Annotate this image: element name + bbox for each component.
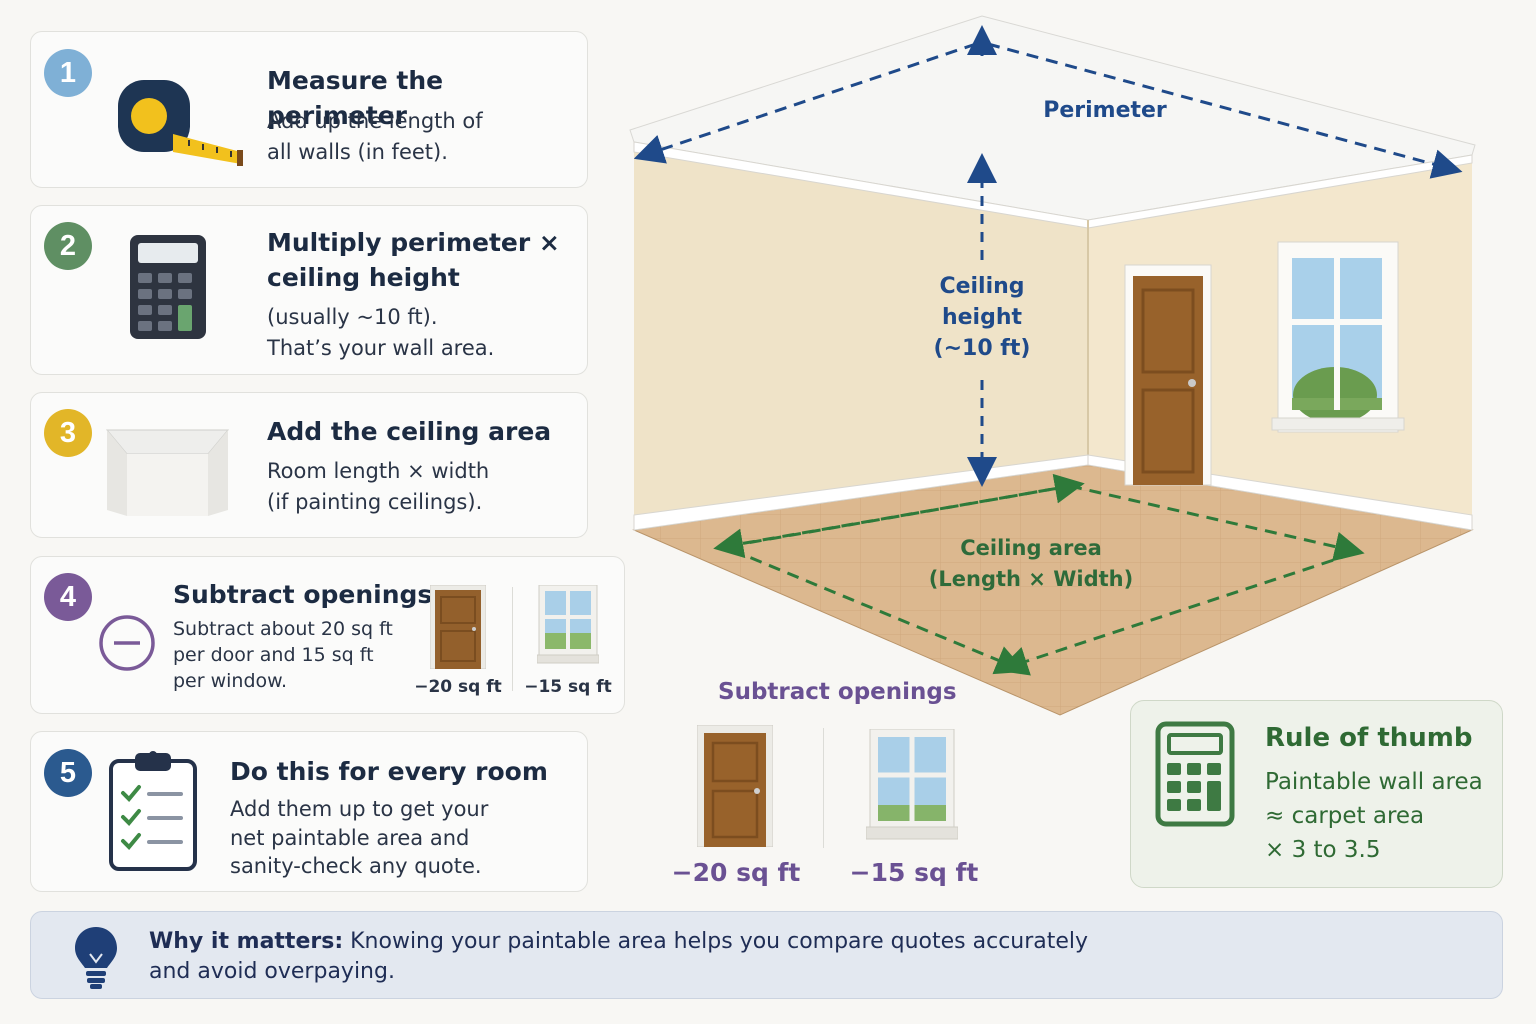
rule-title: Rule of thumb	[1265, 723, 1473, 753]
perimeter-label: Perimeter	[1043, 98, 1167, 123]
step-title: Measure the perimeter	[267, 66, 444, 130]
step-5-card: 5 Do this for every room Add them up to …	[30, 731, 588, 892]
window-icon	[537, 585, 599, 664]
ceiling-area-label-line: Ceiling area	[960, 536, 1102, 560]
room-diagram: Perimeter Ceiling height (~10 ft) Ceilin…	[620, 10, 1490, 720]
step-text-line: Add up the length of	[267, 109, 483, 133]
step-text-line: Subtract about 20 sq ft	[173, 618, 393, 640]
why-label: Why it matters:	[149, 929, 344, 954]
calculator-icon	[130, 235, 206, 339]
room-illustration	[629, 15, 1476, 716]
divider	[512, 587, 513, 691]
minus-circle-icon	[99, 615, 155, 671]
rule-of-thumb-card: Rule of thumb Paintable wall area ≈ carp…	[1130, 700, 1503, 888]
window-value: −15 sq ft	[524, 677, 612, 697]
step-text-line: all walls (in feet).	[267, 140, 448, 164]
ceiling-height-label-line: height	[920, 305, 1044, 330]
step-text-line: (usually ~10 ft).	[267, 305, 438, 329]
step-title: Subtract openings	[173, 580, 433, 609]
step-number: 1	[44, 49, 92, 97]
step-title: Add the ceiling area	[267, 417, 552, 446]
step-text-line: That’s your wall area.	[267, 336, 495, 360]
divider	[823, 728, 824, 848]
step-title-line: Multiply perimeter ×	[267, 228, 560, 257]
step-1-card: 1 Measure the perimeter Add up the lengt…	[30, 31, 588, 188]
door-icon	[697, 725, 773, 847]
step-text-line: per door and 15 sq ft	[173, 644, 374, 666]
calculator-icon	[1155, 721, 1235, 827]
why-line-2: and avoid overpaying.	[149, 959, 395, 984]
why-line-1: Knowing your paintable area helps you co…	[343, 929, 1089, 954]
step-number: 3	[44, 409, 92, 457]
step-text-line: sanity-check any quote.	[230, 854, 482, 878]
ceiling-area-label-line: (Length × Width)	[928, 567, 1134, 591]
door-value: −20 sq ft	[414, 677, 502, 697]
step-number: 2	[44, 222, 92, 270]
ceiling-icon	[105, 429, 230, 516]
lightbulb-icon	[75, 927, 117, 989]
step-text-line: (if painting ceilings).	[267, 490, 483, 514]
step-text-line: net paintable area and	[230, 826, 470, 850]
window-icon	[866, 729, 958, 840]
ceiling-height-label-line: Ceiling	[920, 274, 1044, 299]
tape-measure-icon	[118, 80, 243, 166]
step-text-line: per window.	[173, 670, 287, 692]
clipboard-checklist-icon	[109, 751, 197, 871]
door-icon	[430, 585, 486, 669]
step-3-card: 3 Add the ceiling area Room length × wid…	[30, 392, 588, 538]
rule-text-line: ≈ carpet area	[1265, 803, 1425, 829]
why-it-matters-banner: Why it matters: Knowing your paintable a…	[30, 911, 1503, 999]
window-value: −15 sq ft	[849, 858, 979, 887]
step-4-card: 4 Subtract openings Subtract about 20 sq…	[30, 556, 625, 714]
rule-text-line: Paintable wall area	[1265, 769, 1483, 795]
why-text: Why it matters: Knowing your paintable a…	[149, 927, 1149, 987]
rule-text-line: × 3 to 3.5	[1265, 837, 1381, 863]
step-number: 4	[44, 573, 92, 621]
step-title-line: ceiling height	[267, 263, 460, 292]
step-2-card: 2 Multiply perimeter × ceiling height (u…	[30, 205, 588, 375]
step-title: Do this for every room	[230, 757, 548, 786]
step-number: 5	[44, 749, 92, 797]
door-value: −20 sq ft	[671, 858, 801, 887]
ceiling-height-label-line: (~10 ft)	[920, 336, 1044, 361]
step-text-line: Room length × width	[267, 459, 490, 483]
step-text-line: Add them up to get your	[230, 797, 489, 821]
openings-title: Subtract openings	[718, 679, 957, 705]
